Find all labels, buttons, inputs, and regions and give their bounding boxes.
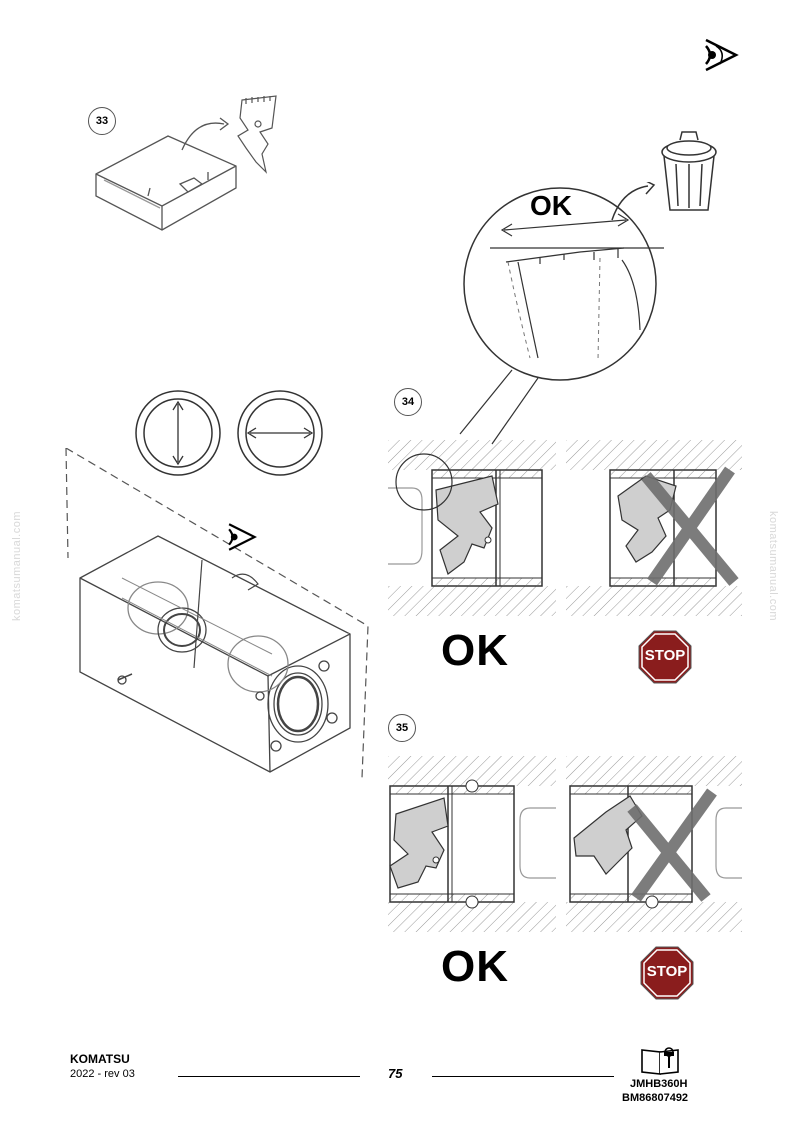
ok-label-34: OK: [441, 626, 509, 675]
step-number-35: 35: [388, 714, 416, 742]
stop-label-34: STOP: [644, 647, 686, 664]
section-35-ok: [388, 756, 556, 932]
section-34-ok: [388, 440, 556, 616]
ring-diameter-check: [135, 390, 323, 476]
eye-inspect-icon: [228, 523, 257, 551]
step-number-33: 33: [88, 107, 116, 135]
footer-code: BM86807492: [622, 1092, 689, 1104]
manual-wrench-icon: [641, 1047, 679, 1075]
magnified-detail: [459, 182, 664, 445]
footer-rule-left: [178, 1076, 360, 1077]
stop-sign-icon: [640, 946, 694, 1000]
ok-label-35: OK: [441, 942, 509, 991]
wrong-cross-mark: [641, 466, 739, 586]
watermark-right: komatsumanual.com: [767, 511, 779, 621]
watermark-left: komatsumanual.com: [11, 511, 23, 621]
stop-sign-icon: [638, 630, 692, 684]
hammer-body-illustration: [65, 448, 369, 778]
footer-model: JMHB360H: [630, 1078, 688, 1090]
trash-bin-icon: [661, 131, 717, 211]
section-34-wrong: [566, 440, 742, 616]
eye-inspect-icon: [705, 38, 739, 72]
page-number: 75: [388, 1066, 403, 1081]
wrong-cross-mark: [627, 788, 717, 902]
footer-rule-right: [432, 1076, 614, 1077]
step-number-34: 34: [394, 388, 422, 416]
toolbox-illustration: [95, 95, 277, 231]
section-35-wrong: [566, 756, 742, 932]
ok-dimension-label: OK: [530, 190, 572, 221]
footer-revision: 2022 - rev 03: [70, 1068, 135, 1080]
stop-label-35: STOP: [646, 963, 688, 980]
toolbox-icon: [95, 135, 237, 231]
footer-brand: KOMATSU: [70, 1052, 130, 1066]
